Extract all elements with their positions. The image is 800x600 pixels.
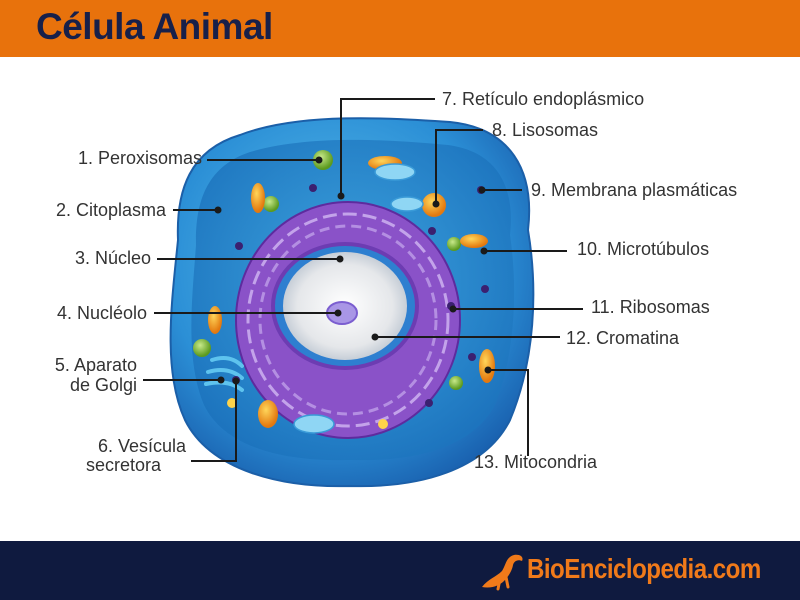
- leader-7: [340, 98, 435, 196]
- label-secretora: secretora: [86, 455, 162, 475]
- label-mitocondria: 13. Mitocondria: [474, 452, 598, 472]
- footer-bar: [0, 541, 800, 600]
- label-lisosomas: 8. Lisosomas: [492, 120, 599, 140]
- label-microtubulos: 10. Microtúbulos: [577, 239, 710, 259]
- label-nucleolo: 4. Nucléolo: [56, 303, 147, 323]
- label-membrana-plasmaticas: 9. Membrana plasmáticas: [531, 180, 738, 200]
- brand-name[interactable]: BioEnciclopedia.com: [527, 553, 761, 584]
- golgi-apparatus: [204, 356, 244, 392]
- label-vesicula: 6. Vesícula: [97, 436, 186, 456]
- label-reticulo-endoplasmico: 7. Retículo endoplásmico: [442, 89, 645, 109]
- leader-6: [191, 381, 237, 462]
- dinosaur-logo-icon: [482, 554, 523, 591]
- label-ribosomas: 11. Ribosomas: [591, 297, 710, 317]
- page-title: Célula Animal: [36, 6, 273, 47]
- leader-8: [435, 129, 483, 204]
- label-citoplasma: 2. Citoplasma: [55, 200, 166, 220]
- label-aparato: 5. Aparato: [54, 355, 137, 375]
- label-de-golgi: de Golgi: [69, 375, 137, 395]
- header-bar: [0, 0, 800, 57]
- label-cromatina: 12. Cromatina: [566, 328, 680, 348]
- peroxisome: [313, 150, 333, 170]
- leader-lines: [143, 98, 583, 462]
- secretory-vesicle: [293, 414, 335, 434]
- mitochondrion: [479, 349, 495, 383]
- label-nucleo: 3. Núcleo: [74, 248, 151, 268]
- leader-13: [488, 369, 529, 456]
- label-peroxisomas: 1. Peroxisomas: [77, 148, 202, 168]
